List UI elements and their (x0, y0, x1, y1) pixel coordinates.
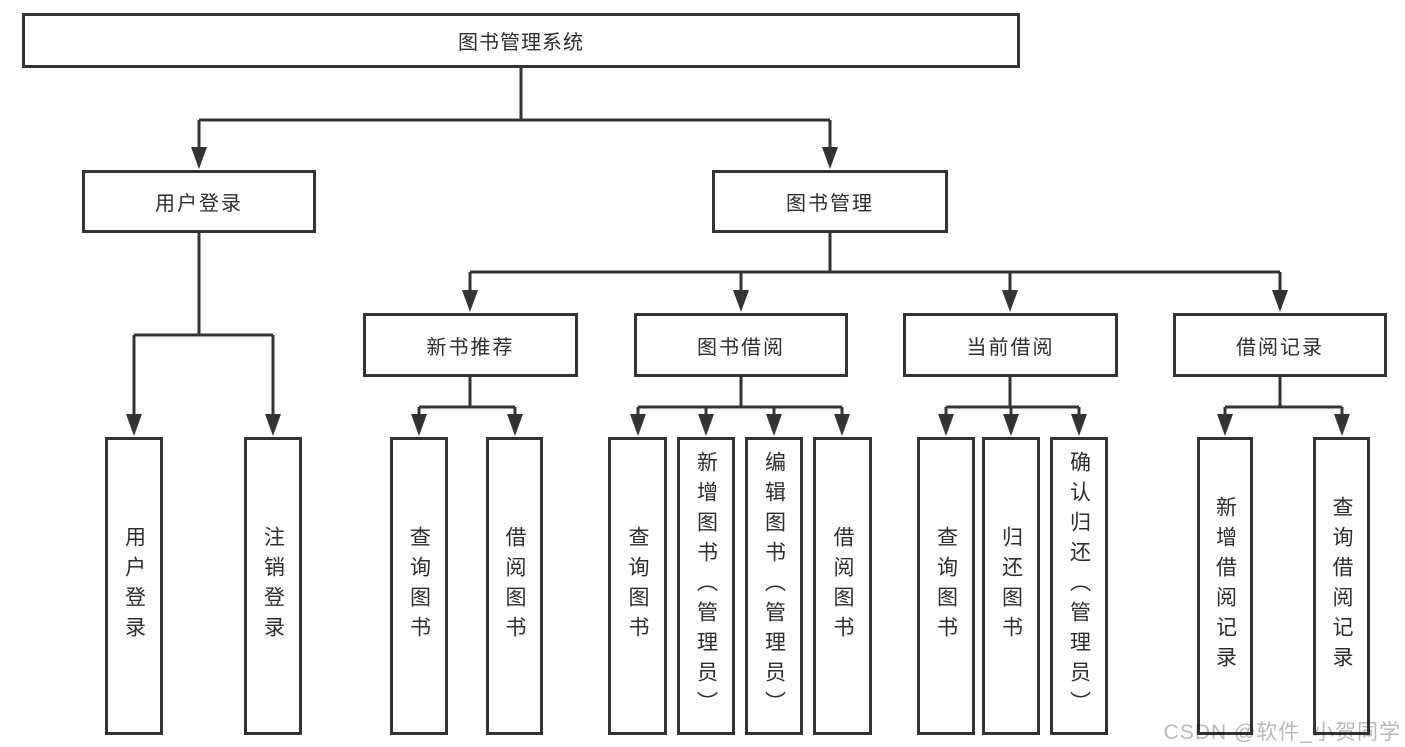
node-label: 图书管理 (786, 193, 874, 215)
node-label: 归还图书 (999, 526, 1023, 646)
node-borrow-records: 借阅记录 (1173, 313, 1387, 377)
node-user-login: 用户登录 (82, 170, 316, 233)
node-label: 查询图书 (407, 526, 431, 646)
arrow-down-icon (1002, 290, 1018, 312)
connector-newbooks-to-leaves (411, 377, 523, 436)
node-label: 查询借阅记录 (1330, 496, 1353, 676)
node-label: 借阅图书 (503, 526, 526, 646)
node-book-management: 图书管理 (712, 170, 948, 233)
node-label: 注销登录 (261, 526, 285, 646)
node-root: 图书管理系统 (22, 13, 1020, 68)
arrow-down-icon (507, 414, 523, 436)
node-label: 图书借阅 (697, 336, 785, 359)
node-current-borrow: 当前借阅 (903, 313, 1118, 377)
leaf-confirm-return-admin: 确认归还（管理员） (1050, 437, 1108, 735)
node-label: 用户登录 (155, 193, 243, 215)
leaf-borrow-books-recommend: 借阅图书 (486, 437, 543, 735)
leaf-query-borrow-record: 查询借阅记录 (1313, 437, 1370, 735)
leaf-return-books: 归还图书 (982, 437, 1040, 735)
node-label: 新增图书（管理员） (694, 451, 718, 721)
node-label: 新书推荐 (426, 336, 515, 359)
connector-bookborrow-to-leaves (630, 377, 850, 436)
arrow-down-icon (938, 414, 954, 436)
arrow-down-icon (1071, 414, 1087, 436)
connector-bookmgmt-to-level3 (462, 233, 1288, 312)
node-label: 借阅记录 (1236, 336, 1324, 359)
leaf-user-login: 用户登录 (105, 437, 163, 735)
watermark-text: CSDN @软件_小贺同学 (1163, 721, 1401, 744)
arrow-down-icon (766, 414, 782, 436)
arrow-down-icon (1334, 414, 1350, 436)
node-book-borrow: 图书借阅 (634, 313, 848, 377)
arrow-down-icon (462, 290, 478, 312)
leaf-add-borrow-record: 新增借阅记录 (1197, 437, 1253, 735)
arrow-down-icon (191, 147, 207, 169)
leaf-query-books-recommend: 查询图书 (390, 437, 448, 735)
node-label: 确认归还（管理员） (1067, 451, 1091, 721)
leaf-borrow-books: 借阅图书 (813, 437, 872, 735)
arrow-down-icon (1272, 290, 1288, 312)
arrow-down-icon (733, 290, 749, 312)
arrow-down-icon (822, 147, 838, 169)
arrow-down-icon (1217, 414, 1233, 436)
leaf-logout: 注销登录 (244, 437, 302, 735)
arrow-down-icon (834, 414, 850, 436)
arrow-down-icon (1003, 414, 1019, 436)
node-label: 用户登录 (122, 526, 146, 646)
leaf-add-books-admin: 新增图书（管理员） (677, 437, 735, 735)
connector-borrowrecords-to-leaves (1217, 377, 1350, 436)
arrow-down-icon (126, 414, 142, 436)
leaf-query-books-current: 查询图书 (917, 437, 975, 735)
arrow-down-icon (411, 414, 427, 436)
node-new-book-recommend: 新书推荐 (363, 313, 578, 377)
node-label: 当前借阅 (966, 336, 1055, 359)
leaf-edit-books-admin: 编辑图书（管理员） (745, 437, 803, 735)
node-label: 编辑图书（管理员） (762, 451, 786, 721)
connector-root-to-level2 (191, 68, 838, 169)
leaf-query-books-borrow: 查询图书 (608, 437, 667, 735)
node-label: 图书管理系统 (458, 32, 584, 54)
connector-currentborrow-to-leaves (938, 377, 1087, 436)
arrow-down-icon (630, 414, 646, 436)
connector-userlogin-to-leaves (126, 233, 281, 436)
node-label: 新增借阅记录 (1213, 496, 1237, 676)
node-label: 借阅图书 (831, 526, 854, 646)
arrow-down-icon (698, 414, 714, 436)
node-label: 查询图书 (934, 526, 958, 646)
node-label: 查询图书 (626, 526, 649, 646)
arrow-down-icon (265, 414, 281, 436)
